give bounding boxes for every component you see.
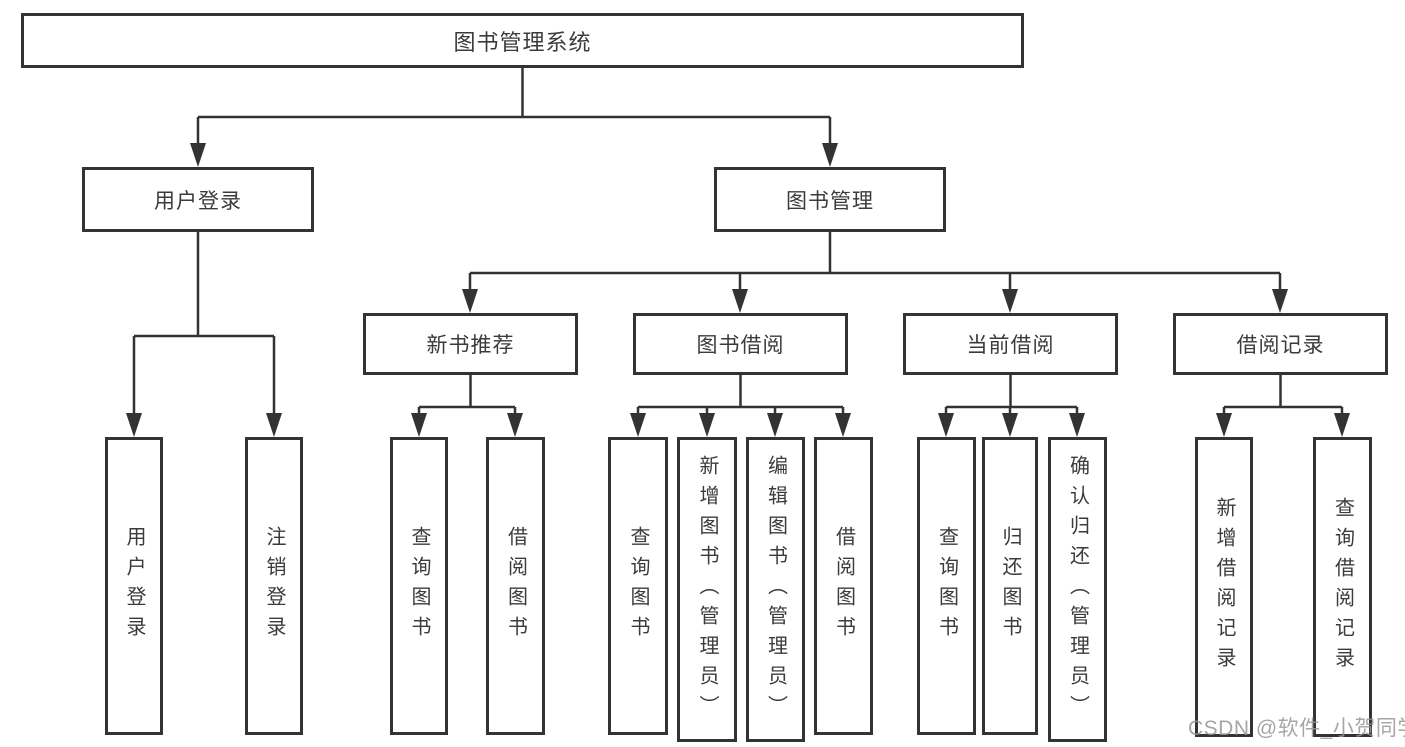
leaf-query-borrow-record: 查询借阅记录 bbox=[1313, 437, 1372, 737]
edge-current-to-leaves bbox=[944, 375, 1079, 414]
node-new-book-recommend-label: 新书推荐 bbox=[426, 334, 515, 357]
node-user-login: 用户登录 bbox=[82, 167, 314, 232]
leaf-user-login: 用户登录 bbox=[105, 437, 163, 735]
node-current-borrow: 当前借阅 bbox=[903, 313, 1118, 375]
node-user-login-label: 用户登录 bbox=[154, 189, 242, 213]
leaf-confirm-return-admin-label: 确认归还（管理员） bbox=[1066, 454, 1089, 725]
leaf-query-borrow-record-label: 查询借阅记录 bbox=[1331, 497, 1354, 677]
leaf-borrow-books-label: 借阅图书 bbox=[832, 526, 855, 646]
leaf-edit-books-admin: 编辑图书（管理员） bbox=[746, 437, 805, 742]
leaf-query-books-borrow: 查询图书 bbox=[608, 437, 668, 735]
node-borrow-records-label: 借阅记录 bbox=[1236, 334, 1325, 357]
node-root-label: 图书管理系统 bbox=[453, 29, 592, 55]
edge-root-to-level2 bbox=[196, 68, 832, 144]
leaf-query-books-recommend: 查询图书 bbox=[390, 437, 448, 735]
node-book-borrow: 图书借阅 bbox=[633, 313, 848, 375]
node-current-borrow-label: 当前借阅 bbox=[966, 334, 1055, 357]
edge-recommend-to-leaves bbox=[417, 375, 517, 414]
edge-records-to-leaves bbox=[1222, 375, 1344, 414]
leaf-user-login-label: 用户登录 bbox=[123, 526, 145, 646]
node-root: 图书管理系统 bbox=[21, 13, 1024, 68]
leaf-edit-books-admin-label: 编辑图书（管理员） bbox=[764, 454, 787, 725]
node-borrow-records: 借阅记录 bbox=[1173, 313, 1388, 375]
edge-management-to-level3 bbox=[468, 232, 1282, 290]
leaf-query-books-borrow-label: 查询图书 bbox=[627, 526, 649, 646]
node-book-borrow-label: 图书借阅 bbox=[696, 334, 785, 357]
leaf-return-books: 归还图书 bbox=[982, 437, 1038, 735]
leaf-add-borrow-record-label: 新增借阅记录 bbox=[1213, 497, 1235, 677]
leaf-add-books-admin: 新增图书（管理员） bbox=[677, 437, 737, 742]
node-new-book-recommend: 新书推荐 bbox=[363, 313, 578, 375]
leaf-add-borrow-record: 新增借阅记录 bbox=[1195, 437, 1253, 737]
leaf-return-books-label: 归还图书 bbox=[999, 526, 1021, 646]
leaf-logout-label: 注销登录 bbox=[263, 526, 285, 646]
leaf-query-books-current-label: 查询图书 bbox=[935, 526, 958, 646]
edge-login-to-leaves bbox=[132, 232, 276, 414]
node-book-management: 图书管理 bbox=[714, 167, 946, 232]
leaf-borrow-books-recommend-label: 借阅图书 bbox=[504, 526, 527, 646]
leaf-logout: 注销登录 bbox=[245, 437, 303, 735]
leaf-query-books-recommend-label: 查询图书 bbox=[408, 526, 430, 646]
leaf-confirm-return-admin: 确认归还（管理员） bbox=[1048, 437, 1107, 742]
leaf-query-books-current: 查询图书 bbox=[917, 437, 976, 735]
leaf-borrow-books-recommend: 借阅图书 bbox=[486, 437, 545, 735]
watermark: CSDN @软件_小贺同学 bbox=[1188, 717, 1405, 740]
edge-borrow-to-leaves bbox=[636, 375, 845, 414]
leaf-borrow-books: 借阅图书 bbox=[814, 437, 873, 735]
leaf-add-books-admin-label: 新增图书（管理员） bbox=[696, 454, 718, 725]
node-book-management-label: 图书管理 bbox=[786, 189, 874, 213]
